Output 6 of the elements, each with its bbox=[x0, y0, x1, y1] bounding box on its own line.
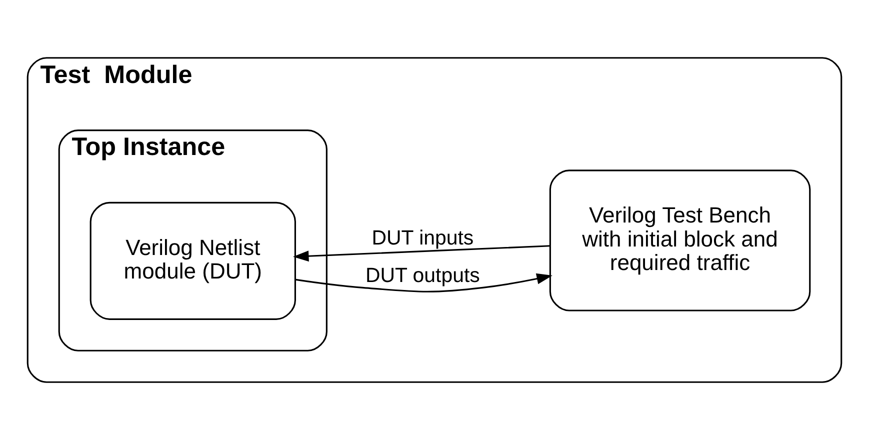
arrow bbox=[295, 273, 552, 292]
arrow bbox=[292, 245, 550, 262]
edge-label: DUT inputs bbox=[372, 226, 474, 250]
node-box: Verilog Netlist module (DUT) bbox=[90, 202, 296, 320]
node-box: Verilog Test Bench with initial block and required traffic bbox=[549, 170, 811, 312]
edge-label: DUT outputs bbox=[365, 264, 480, 288]
